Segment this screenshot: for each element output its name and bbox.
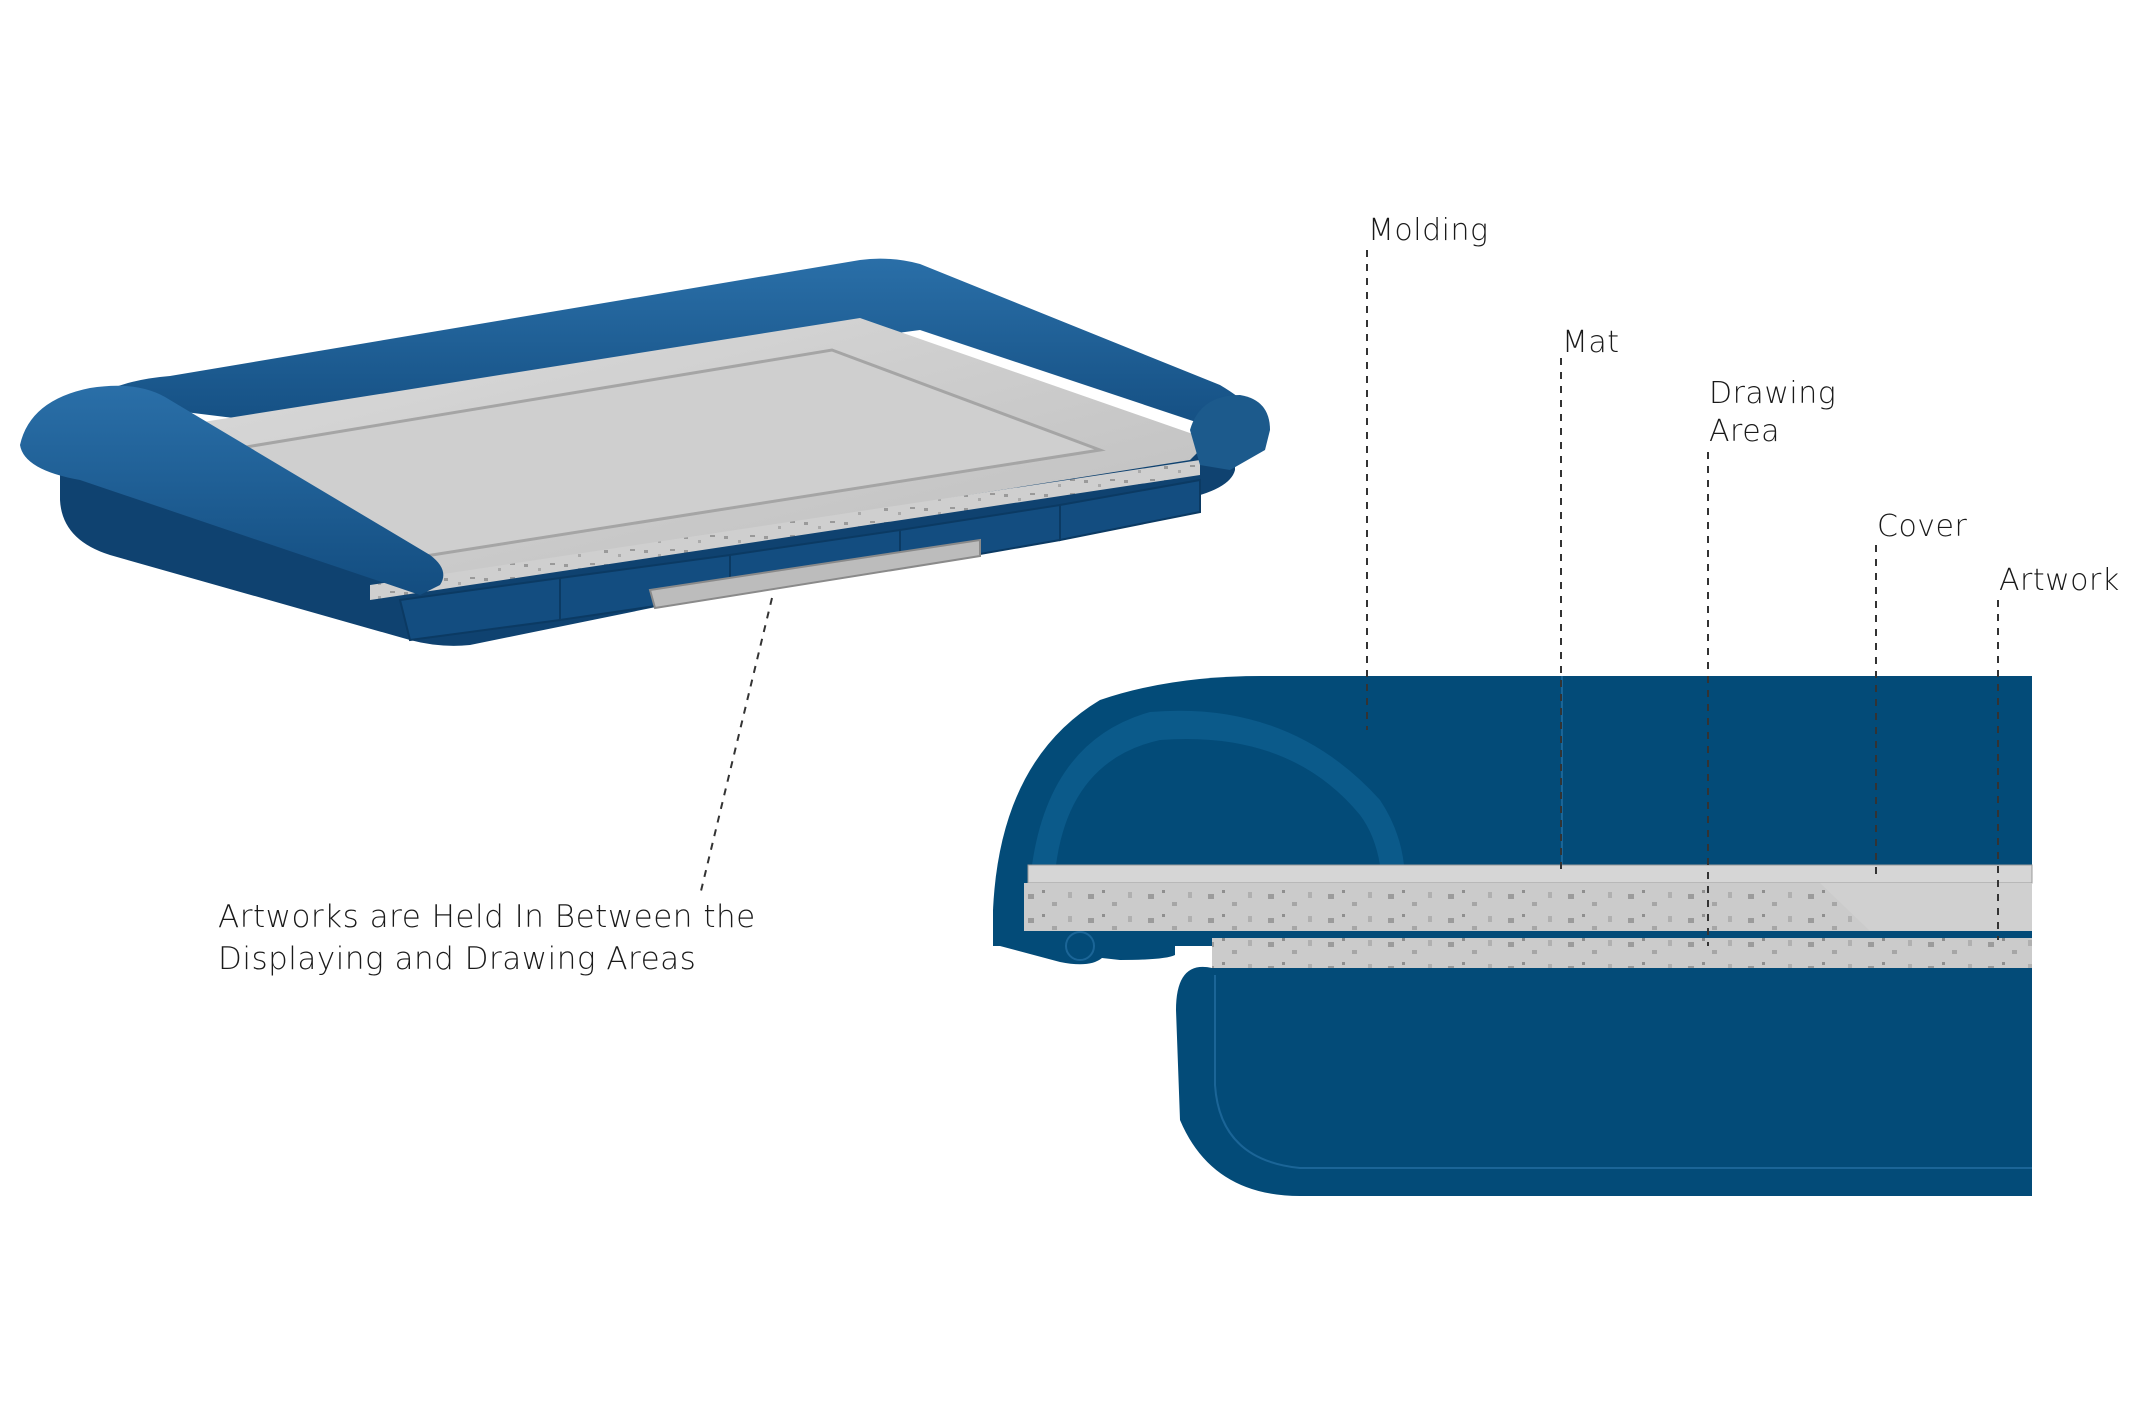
leader-lines [699, 250, 1999, 946]
cross-section-view [993, 676, 2033, 1196]
section-molding-arch [1032, 710, 1404, 865]
label-mat: Mat [1562, 325, 1620, 360]
frame-slider-strip [648, 538, 981, 610]
section-cover-layer [1027, 864, 2033, 884]
section-bottom-inner [1214, 975, 2032, 1169]
frame-panel-edge [370, 460, 1200, 600]
frame-left-tube [20, 385, 444, 595]
label-drawing-area: Drawing Area [1709, 375, 1836, 451]
label-molding: Molding [1368, 213, 1489, 248]
section-artwork-layer [1212, 938, 2032, 968]
section-lip-bead [1065, 931, 1095, 961]
frame-3d-view [20, 258, 1270, 646]
frame-right-tube [1190, 395, 1270, 470]
label-note: Artworks are Held In Between the Display… [218, 896, 756, 980]
label-drawing-area-line2: Area [1709, 414, 1781, 449]
section-lip [1000, 935, 1175, 965]
label-note-line2: Displaying and Drawing Areas [218, 941, 697, 977]
label-note-line1: Artworks are Held In Between the [218, 899, 756, 935]
label-artwork: Artwork [1999, 563, 2120, 598]
label-cover: Cover [1877, 509, 1968, 544]
section-artwork-wedge [1820, 883, 2032, 931]
section-bottom-body [1176, 966, 2032, 1196]
label-drawing-area-line1: Drawing [1709, 376, 1837, 411]
leader-note [699, 597, 773, 896]
